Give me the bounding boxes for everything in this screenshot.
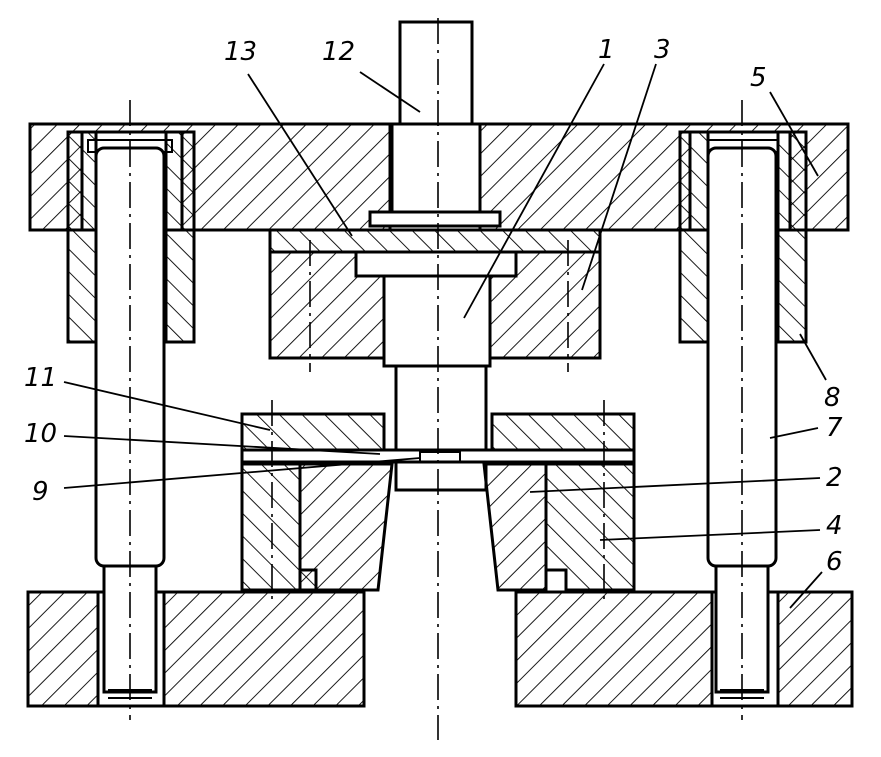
die-block xyxy=(298,462,548,592)
center-lines xyxy=(129,18,743,740)
label-11: 11 xyxy=(24,363,57,393)
part-labels: 13 12 1 3 5 8 7 11 10 9 2 4 6 xyxy=(24,35,843,577)
guide-bushing-left xyxy=(66,130,196,344)
stripper-plate xyxy=(240,412,636,452)
punch xyxy=(382,274,492,492)
punch-backing-plate xyxy=(268,228,602,254)
label-3: 3 xyxy=(654,35,671,65)
label-5: 5 xyxy=(750,63,767,93)
label-13: 13 xyxy=(224,37,257,67)
label-10: 10 xyxy=(24,419,57,449)
leader-lines xyxy=(63,63,827,609)
label-6: 6 xyxy=(826,547,843,577)
label-2: 2 xyxy=(826,463,843,493)
die-holder xyxy=(240,462,636,592)
guide-bushing-right xyxy=(678,130,808,344)
label-9: 9 xyxy=(32,477,49,507)
punch-holder xyxy=(268,250,602,360)
label-7: 7 xyxy=(826,413,843,443)
label-1: 1 xyxy=(598,35,615,65)
label-4: 4 xyxy=(826,511,843,541)
label-8: 8 xyxy=(824,383,841,413)
label-12: 12 xyxy=(322,37,355,67)
shank xyxy=(368,20,502,228)
